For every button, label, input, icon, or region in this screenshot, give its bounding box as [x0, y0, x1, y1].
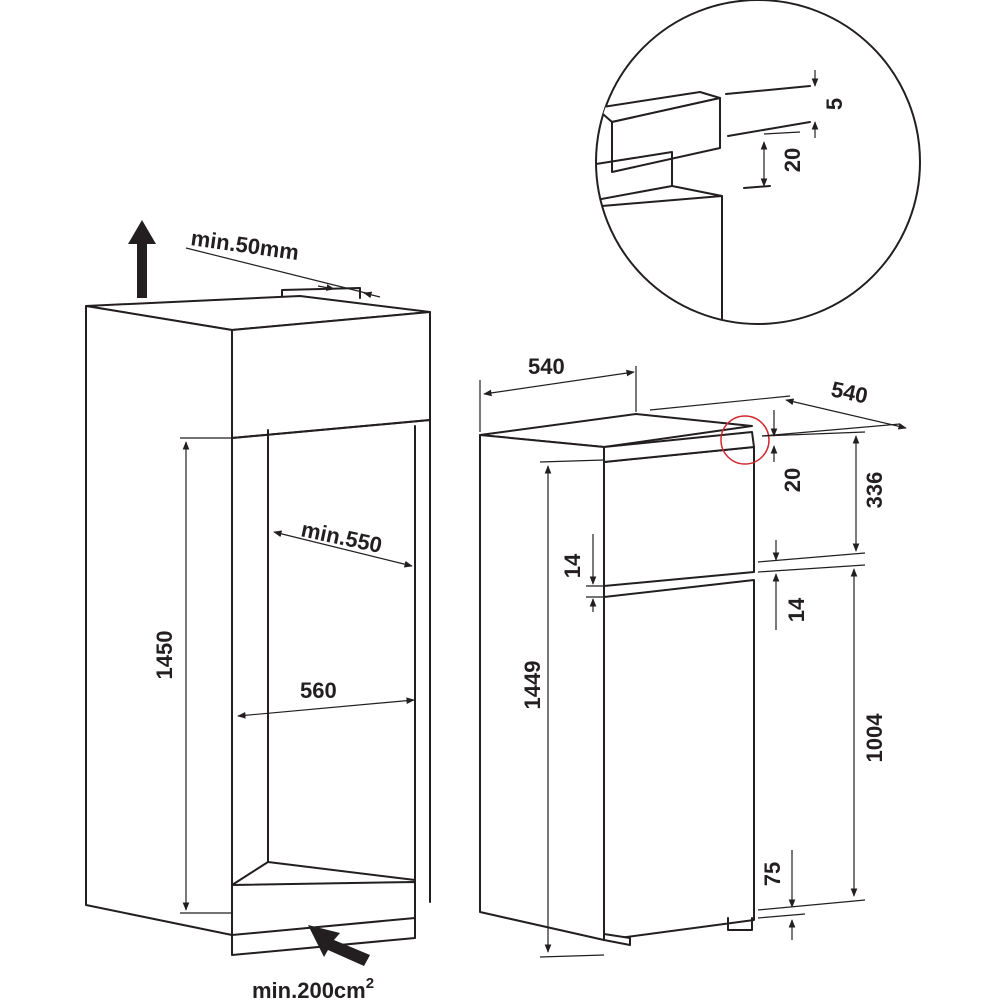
appliance-body [479, 413, 755, 946]
label-appliance-width: 540 [528, 354, 565, 379]
dim-niche-width [237, 697, 415, 719]
dim-appliance-width [479, 366, 637, 432]
detail-dim-20 [760, 131, 801, 187]
label-detail-top: 5 [822, 98, 847, 110]
dim-door-gap-left [586, 534, 604, 612]
dim-right-extension-lines [757, 431, 866, 919]
dim-niche-depth [273, 530, 413, 568]
detail-view [596, 85, 811, 324]
label-top-gap: 20 [780, 468, 805, 492]
label-ventilation-bottom: min.200cm2 [252, 975, 374, 1000]
ventilation-bottom-arrow-icon [308, 925, 370, 966]
dim-appliance-height [539, 459, 605, 958]
label-door-gap-right: 14 [784, 597, 809, 622]
label-appliance-depth: 540 [829, 376, 870, 408]
label-appliance-height: 1449 [520, 661, 545, 710]
label-freezer-door: 336 [862, 472, 887, 509]
label-detail-gap: 20 [780, 148, 805, 172]
detail-magnifier [595, 0, 921, 325]
label-ventilation-top: min.50mm [189, 225, 300, 265]
label-door-gap-left: 14 [560, 553, 585, 578]
cabinet-niche [85, 287, 431, 956]
label-niche-width: 560 [300, 678, 337, 703]
label-niche-depth: min.550 [299, 516, 384, 557]
detail-highlight-circle [720, 415, 770, 465]
label-fridge-door: 1004 [862, 713, 887, 763]
label-niche-height: 1450 [152, 631, 177, 680]
label-bottom-offset: 75 [760, 862, 785, 886]
ventilation-up-arrow-icon [128, 220, 156, 298]
dim-niche-height [180, 437, 232, 914]
dim-appliance-depth [649, 395, 907, 437]
